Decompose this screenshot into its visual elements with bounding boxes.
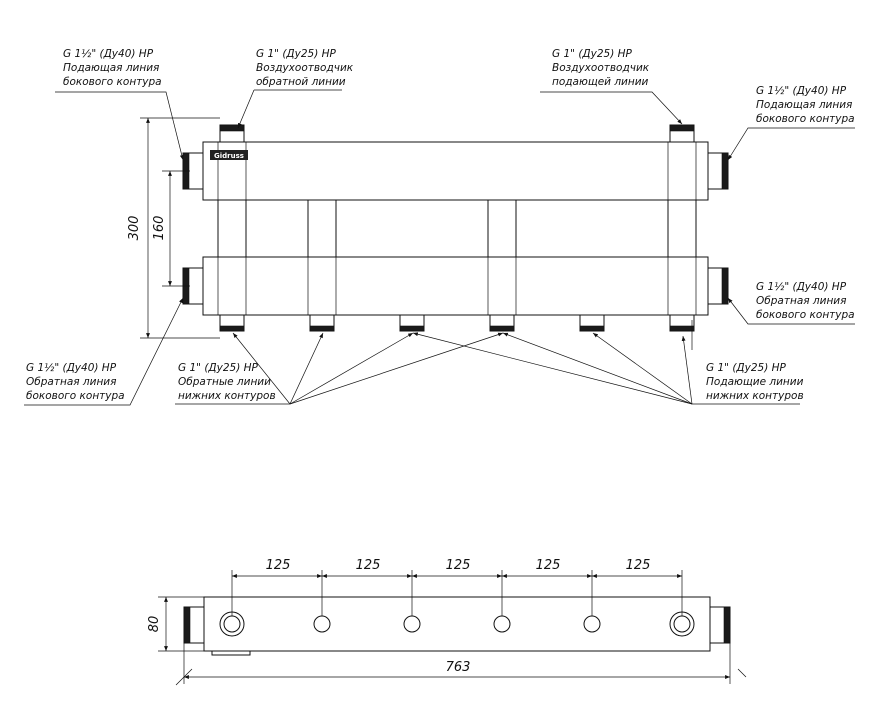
pitch-label: 125	[536, 558, 561, 573]
callout-line: обратной линии	[256, 76, 346, 88]
callout-bottom-returns: G 1" (Ду25) НР Обратные линии нижних кон…	[178, 362, 276, 402]
callout-line: Подающая линия	[756, 99, 852, 111]
dimension-spacing-160: 160	[152, 170, 190, 287]
callout-line: Подающие линии	[706, 376, 804, 388]
callout-line: G 1½" (Ду40) НР	[26, 362, 117, 374]
bottom-outlet-nipples	[219, 314, 695, 332]
logo-text: Gidruss	[214, 152, 244, 160]
callout-line: Обратная линия	[756, 295, 846, 307]
callout-line: бокового контура	[756, 309, 855, 321]
plan-view: 125 125 125 125 125 80 763	[147, 558, 747, 686]
callout-line: Подающая линия	[63, 62, 159, 74]
front-view: Gidruss 300 160	[24, 48, 855, 406]
callout-line: G 1" (Ду25) НР	[552, 48, 633, 60]
callout-line: нижних контуров	[706, 390, 804, 402]
callout-line: бокового контура	[26, 390, 125, 402]
dim-763-text: 763	[446, 660, 471, 675]
callout-line: Воздухоотводчик	[552, 62, 650, 74]
dimension-depth-80: 80	[147, 596, 204, 652]
callout-line: бокового контура	[63, 76, 162, 88]
callout-line: G 1" (Ду25) НР	[706, 362, 787, 374]
callout-air-vent-supply: G 1" (Ду25) НР Воздухоотводчик подающей …	[552, 48, 650, 88]
dim-80-text: 80	[147, 616, 162, 633]
callout-left-return: G 1½" (Ду40) НР Обратная линия бокового …	[26, 362, 125, 402]
callout-line: бокового контура	[756, 113, 855, 125]
callout-right-supply: G 1½" (Ду40) НР Подающая линия бокового …	[756, 85, 855, 125]
pitch-label: 125	[626, 558, 651, 573]
upper-header-pipe	[202, 141, 709, 201]
plan-outlets	[219, 570, 695, 637]
callout-air-vent-return: G 1" (Ду25) НР Воздухоотводчик обратной …	[256, 48, 354, 88]
callout-line: G 1½" (Ду40) НР	[63, 48, 154, 60]
dim-300-text: 300	[127, 216, 142, 241]
callout-line: подающей линии	[552, 76, 649, 88]
side-nipples	[182, 152, 729, 305]
callout-line: нижних контуров	[178, 390, 276, 402]
callout-line: Воздухоотводчик	[256, 62, 354, 74]
callout-line: Обратные линии	[178, 376, 271, 388]
callout-leaders	[24, 89, 855, 406]
vertical-connector-pipes	[217, 142, 697, 315]
callout-line: G 1" (Ду25) НР	[256, 48, 337, 60]
callout-bottom-supplies: G 1" (Ду25) НР Подающие линии нижних кон…	[706, 362, 804, 402]
pitch-label: 125	[266, 558, 291, 573]
pitch-label: 125	[356, 558, 381, 573]
callout-right-return: G 1½" (Ду40) НР Обратная линия бокового …	[756, 281, 855, 321]
dimension-pitch-chain: 125 125 125 125 125	[232, 558, 682, 578]
dimension-height-300: 300	[127, 117, 220, 339]
callout-line: G 1½" (Ду40) НР	[756, 85, 847, 97]
dimension-length-763: 763	[175, 643, 747, 686]
callout-line: G 1½" (Ду40) НР	[756, 281, 847, 293]
callout-line: G 1" (Ду25) НР	[178, 362, 259, 374]
callout-top-left-supply: G 1½" (Ду40) НР Подающая линия бокового …	[63, 48, 162, 88]
dim-160-text: 160	[152, 216, 167, 241]
pitch-label: 125	[446, 558, 471, 573]
plan-body	[203, 596, 711, 652]
callout-line: Обратная линия	[26, 376, 116, 388]
lower-header-pipe	[202, 256, 709, 316]
top-air-vent-nipples	[219, 124, 695, 143]
brand-logo: Gidruss	[210, 150, 248, 160]
